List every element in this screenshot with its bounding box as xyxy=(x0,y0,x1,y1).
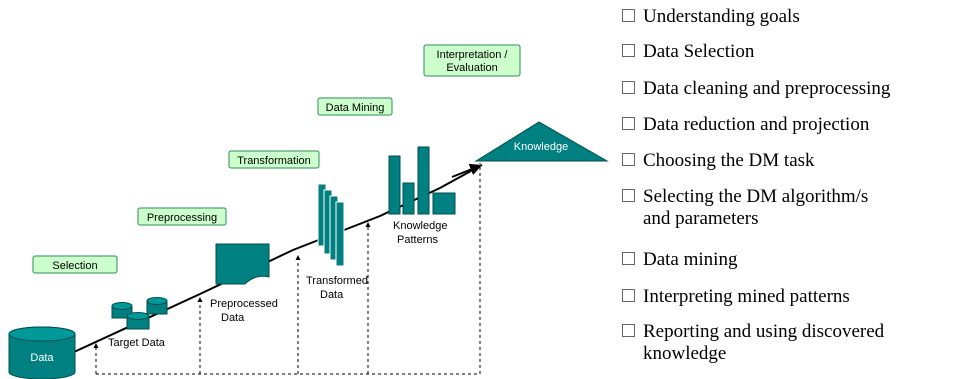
checkbox-icon xyxy=(622,153,635,166)
svg-text:Data Mining: Data Mining xyxy=(326,102,385,114)
checkbox-icon xyxy=(622,44,635,57)
step-item: Data mining xyxy=(622,249,962,271)
svg-text:Interpretation /: Interpretation / xyxy=(437,49,509,61)
data-cylinder: Data xyxy=(8,326,76,379)
checkbox-icon xyxy=(622,9,635,22)
svg-text:Preprocessing: Preprocessing xyxy=(147,212,217,224)
transformed-label-1: Transformed xyxy=(306,275,368,287)
checkbox-icon xyxy=(622,189,635,202)
stage-interpretation: Interpretation / Evaluation xyxy=(423,44,521,77)
knowledge-patterns-shape xyxy=(388,146,456,215)
checkbox-icon xyxy=(622,289,635,302)
stage-data-mining: Data Mining xyxy=(317,97,393,116)
preprocessed-data-shape xyxy=(215,243,270,285)
target-data-cylinders xyxy=(111,297,168,330)
knowledge-triangle: Knowledge xyxy=(474,121,609,162)
knowledge-label: Knowledge xyxy=(514,141,568,153)
stage-preprocessing: Preprocessing xyxy=(137,207,227,226)
step-item: Understanding goals xyxy=(622,6,962,28)
transformed-label-2: Data xyxy=(320,289,344,301)
target-data-label: Target Data xyxy=(108,337,166,349)
step-item: Data Selection xyxy=(622,41,962,63)
patterns-label-1: Knowledge xyxy=(393,220,447,232)
checkbox-icon xyxy=(622,117,635,130)
patterns-label-2: Patterns xyxy=(397,234,438,246)
feedback-loops xyxy=(93,163,481,375)
transformed-data-shape xyxy=(317,183,345,267)
preprocessed-label-1: Preprocessed xyxy=(210,298,278,310)
step-item: Data reduction and projection xyxy=(622,114,962,136)
stage-selection: Selection xyxy=(32,255,118,274)
step-item: Data cleaning and preprocessing xyxy=(622,78,962,100)
stage-transformation: Transformation xyxy=(228,150,320,169)
svg-text:Selection: Selection xyxy=(52,260,97,272)
step-item: Interpreting mined patterns xyxy=(622,286,962,308)
svg-text:Evaluation: Evaluation xyxy=(446,62,497,74)
checkbox-icon xyxy=(622,324,635,337)
checkbox-icon xyxy=(622,252,635,265)
data-label: Data xyxy=(30,352,54,364)
step-item: Choosing the DM task xyxy=(622,150,962,172)
svg-text:Transformation: Transformation xyxy=(237,155,311,167)
checkbox-icon xyxy=(622,81,635,94)
preprocessed-label-2: Data xyxy=(221,312,245,324)
